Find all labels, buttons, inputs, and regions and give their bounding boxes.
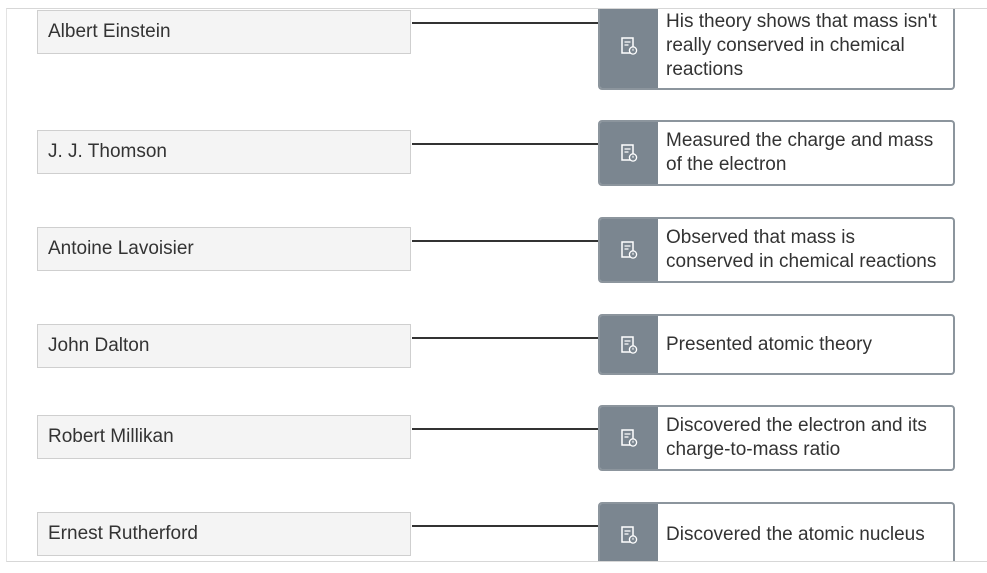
answer-text: Observed that mass is conserved in chemi… bbox=[666, 227, 937, 272]
drag-handle[interactable] bbox=[600, 407, 658, 469]
drag-handle-icon bbox=[621, 144, 638, 162]
term-label: Robert Millikan bbox=[48, 426, 174, 447]
drag-handle[interactable] bbox=[600, 316, 658, 373]
answer-card[interactable]: Measured the charge and mass of the elec… bbox=[598, 120, 955, 186]
drag-handle-icon bbox=[621, 526, 638, 544]
term-label: Albert Einstein bbox=[48, 21, 171, 42]
match-connector bbox=[412, 143, 600, 145]
match-connector bbox=[412, 22, 600, 24]
drag-handle-icon bbox=[621, 429, 638, 447]
term-ernest-rutherford: Ernest Rutherford bbox=[37, 512, 411, 556]
drag-handle[interactable] bbox=[600, 504, 658, 561]
answer-card[interactable]: His theory shows that mass isn't really … bbox=[598, 9, 955, 90]
term-label: J. J. Thomson bbox=[48, 141, 167, 162]
answer-text: Presented atomic theory bbox=[666, 333, 872, 355]
match-connector bbox=[412, 525, 600, 527]
drag-handle[interactable] bbox=[600, 122, 658, 184]
term-jj-thomson: J. J. Thomson bbox=[37, 130, 411, 174]
matching-area: Albert Einstein His theory shows that ma… bbox=[6, 8, 987, 562]
answer-card[interactable]: Discovered the electron and its charge-t… bbox=[598, 405, 955, 471]
term-label: John Dalton bbox=[48, 335, 150, 356]
drag-handle-icon bbox=[621, 335, 638, 354]
match-connector bbox=[412, 337, 600, 339]
term-albert-einstein: Albert Einstein bbox=[37, 10, 411, 54]
answer-text: Discovered the electron and its charge-t… bbox=[666, 415, 927, 460]
answer-text: Discovered the atomic nucleus bbox=[666, 524, 925, 545]
drag-handle[interactable] bbox=[600, 9, 658, 88]
answer-text: His theory shows that mass isn't really … bbox=[666, 10, 937, 80]
drag-handle-icon bbox=[621, 241, 638, 259]
term-label: Antoine Lavoisier bbox=[48, 238, 194, 259]
term-robert-millikan: Robert Millikan bbox=[37, 415, 411, 459]
drag-handle[interactable] bbox=[600, 219, 658, 281]
drag-handle-icon bbox=[621, 36, 638, 55]
term-antoine-lavoisier: Antoine Lavoisier bbox=[37, 227, 411, 271]
match-connector bbox=[412, 428, 600, 430]
answer-text: Measured the charge and mass of the elec… bbox=[666, 130, 934, 175]
term-label: Ernest Rutherford bbox=[48, 523, 198, 544]
match-connector bbox=[412, 240, 600, 242]
answer-card[interactable]: Discovered the atomic nucleus bbox=[598, 502, 955, 561]
term-john-dalton: John Dalton bbox=[37, 324, 411, 368]
answer-card[interactable]: Observed that mass is conserved in chemi… bbox=[598, 217, 955, 283]
answer-card[interactable]: Presented atomic theory bbox=[598, 314, 955, 375]
